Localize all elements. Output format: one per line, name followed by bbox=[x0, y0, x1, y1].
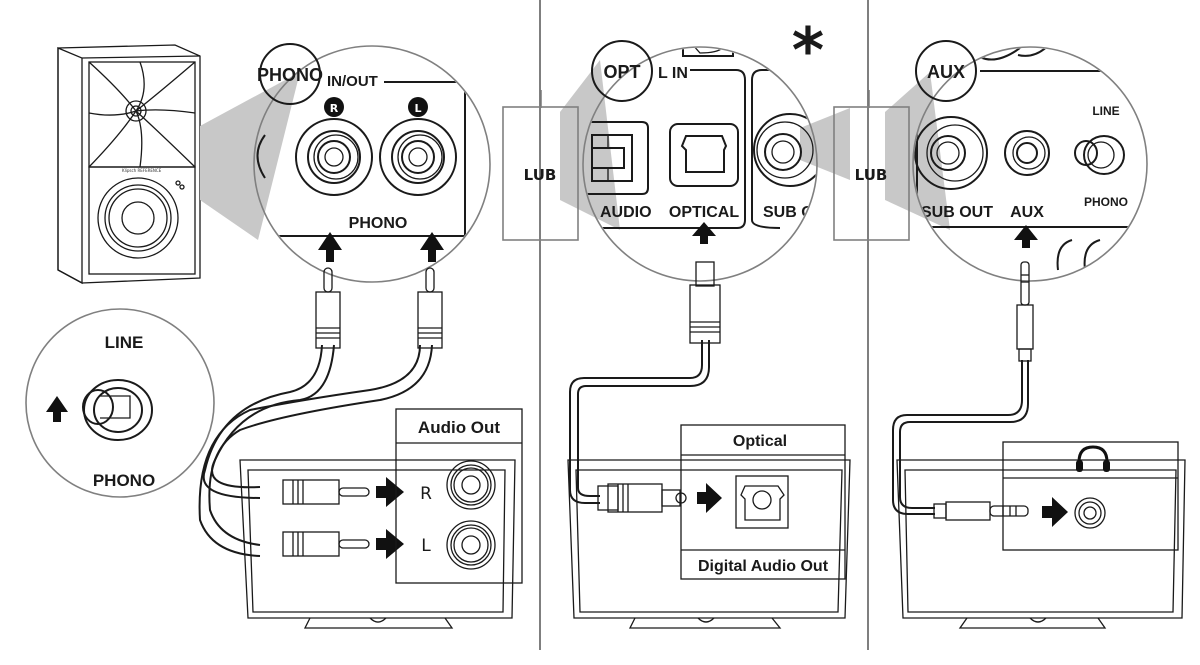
callout-phono-jacks: IN/OUT R L bbox=[253, 43, 491, 283]
sub-out-port-label: SUB OU bbox=[763, 204, 825, 221]
badge-phono-text: PHONO bbox=[257, 65, 323, 85]
channel-l-badge-text: L bbox=[414, 102, 421, 115]
panel-phono: Klipsch REFERENCE IN/OUT R L bbox=[25, 43, 523, 629]
badge-aux bbox=[915, 40, 977, 102]
rca-jack-right bbox=[295, 118, 373, 196]
optical-plug bbox=[689, 261, 721, 344]
svg-text:Klipsch REFERENCE: Klipsch REFERENCE bbox=[122, 168, 162, 173]
sub-out-label: SUB OUT bbox=[921, 204, 993, 221]
lub-label: LUB bbox=[855, 166, 888, 184]
headphones-icon bbox=[1076, 445, 1110, 472]
rca-jack-left bbox=[379, 118, 457, 196]
svg-text:OP: OP bbox=[1072, 41, 1089, 55]
audio-out-r-label: R bbox=[420, 484, 432, 504]
arrow-right-icon bbox=[697, 483, 722, 513]
speaker-illustration: Klipsch REFERENCE bbox=[57, 44, 201, 285]
aux-plug bbox=[1016, 261, 1034, 362]
channel-l-badge bbox=[408, 97, 428, 117]
audio-out-header: Audio Out bbox=[418, 418, 500, 437]
arrow-up-icon bbox=[318, 232, 342, 262]
optical-cable bbox=[569, 261, 722, 513]
badge-opt-text: OPT bbox=[603, 62, 640, 82]
source-audio-out-box: Audio Out R L bbox=[395, 408, 523, 584]
in-out-label: IN/OUT bbox=[327, 73, 378, 90]
callout-line-phono-switch: LINE PHONO bbox=[25, 308, 215, 498]
arrow-up-icon bbox=[46, 396, 68, 422]
tv-illustration bbox=[239, 459, 516, 629]
source-optical-box: Optical Digital Audio Out bbox=[680, 424, 846, 580]
zoom-cone-optical bbox=[560, 60, 620, 230]
zoom-cone-phono bbox=[200, 72, 300, 240]
headphone-jack-icon bbox=[1074, 497, 1106, 529]
arrow-right-icon bbox=[376, 529, 404, 559]
optical-port-icon bbox=[735, 475, 789, 529]
sub-out-jack bbox=[914, 116, 988, 190]
badge-phono bbox=[259, 43, 321, 105]
aux-switch-phono-label: PHONO bbox=[1084, 195, 1128, 209]
badge-aux-text: AUX bbox=[927, 62, 965, 82]
l-in-label: L IN bbox=[658, 65, 688, 82]
audio-out-l-label: L bbox=[421, 536, 431, 556]
channel-r-badge-text: R bbox=[330, 102, 339, 115]
aux-label: AUX bbox=[1010, 204, 1044, 221]
badge-opt bbox=[591, 40, 653, 102]
switch-line-label: LINE bbox=[105, 333, 144, 352]
arrow-up-icon bbox=[420, 232, 444, 262]
optical-plug bbox=[597, 483, 687, 513]
optical-port-icon bbox=[669, 123, 739, 187]
callout-aux-jack: OP SUB OUT AUX bbox=[912, 40, 1148, 282]
arrow-up-icon bbox=[692, 222, 716, 244]
rca-cable bbox=[198, 267, 443, 559]
aux-plug bbox=[933, 501, 1029, 521]
aux-switch-line-label: LINE bbox=[1092, 104, 1119, 118]
rca-jack-icon bbox=[446, 460, 496, 510]
arrow-right-icon bbox=[376, 477, 404, 507]
optical-header: Optical bbox=[733, 433, 787, 450]
rca-plug bbox=[282, 479, 370, 505]
arrow-right-icon bbox=[1042, 497, 1068, 527]
rca-plug bbox=[282, 531, 370, 557]
lub-box: LUB bbox=[502, 90, 579, 241]
phono-jack-label: PHONO bbox=[349, 215, 408, 232]
tv-illustration bbox=[567, 459, 851, 629]
optical-port-label: OPTICAL bbox=[669, 204, 739, 221]
rca-plug bbox=[417, 267, 443, 349]
rca-jack-icon bbox=[446, 520, 496, 570]
lub-box: LUB bbox=[833, 90, 910, 241]
lub-label: LUB bbox=[524, 166, 557, 184]
panel-optical: L IN AUDIO OPTICAL SUB bbox=[502, 14, 851, 629]
switch-phono-label: PHONO bbox=[93, 471, 155, 490]
asterisk-note-marker: * bbox=[792, 14, 824, 87]
rca-plug bbox=[315, 267, 341, 349]
aux-jack bbox=[1004, 130, 1050, 176]
panel-aux: OP SUB OUT AUX bbox=[833, 40, 1186, 629]
aux-cable bbox=[892, 261, 1068, 527]
source-headphone-box bbox=[1002, 441, 1179, 551]
channel-r-badge bbox=[324, 97, 344, 117]
audio-port-label: AUDIO bbox=[600, 204, 652, 221]
digital-audio-out-label: Digital Audio Out bbox=[698, 558, 829, 575]
callout-optical-jack: L IN AUDIO OPTICAL SUB bbox=[582, 40, 825, 282]
arrow-up-icon bbox=[1014, 225, 1038, 248]
tv-illustration bbox=[896, 459, 1186, 629]
toggle-switch-icon bbox=[1074, 135, 1125, 175]
